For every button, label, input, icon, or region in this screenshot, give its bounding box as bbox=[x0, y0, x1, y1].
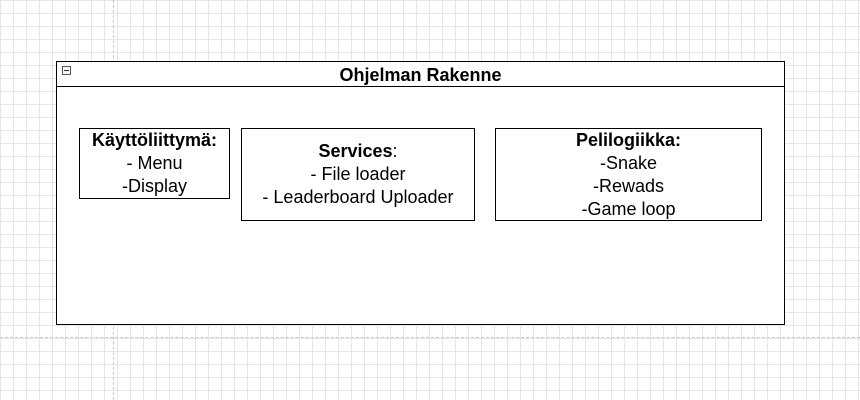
box-pelilogiikka[interactable]: Pelilogiikka: -Snake -Rewads -Game loop bbox=[495, 128, 762, 221]
container-title: Ohjelman Rakenne bbox=[339, 65, 502, 85]
box-item: -Display bbox=[121, 176, 187, 196]
box-item: -Rewads bbox=[592, 175, 665, 196]
collapse-toggle-icon[interactable] bbox=[62, 66, 71, 75]
box-heading-colon: : bbox=[392, 141, 398, 161]
box-heading: Käyttöliittymä: bbox=[91, 130, 217, 150]
box-kayttoliittyma[interactable]: Käyttöliittymä: - Menu -Display bbox=[79, 128, 230, 199]
box-item: - File loader bbox=[310, 164, 406, 184]
box-item: -Snake bbox=[599, 152, 658, 173]
box-heading: Pelilogiikka: bbox=[575, 129, 682, 150]
page-guide-horizontal bbox=[0, 337, 860, 338]
container-header: Ohjelman Rakenne bbox=[57, 62, 784, 87]
box-item: - Leaderboard Uploader bbox=[262, 187, 454, 207]
box-item: - Menu bbox=[126, 153, 183, 173]
box-heading: Services: bbox=[318, 140, 397, 163]
box-heading-text: Services bbox=[318, 141, 393, 161]
box-services[interactable]: Services: - File loader - Leaderboard Up… bbox=[241, 128, 475, 221]
box-item: -Game loop bbox=[581, 198, 676, 219]
